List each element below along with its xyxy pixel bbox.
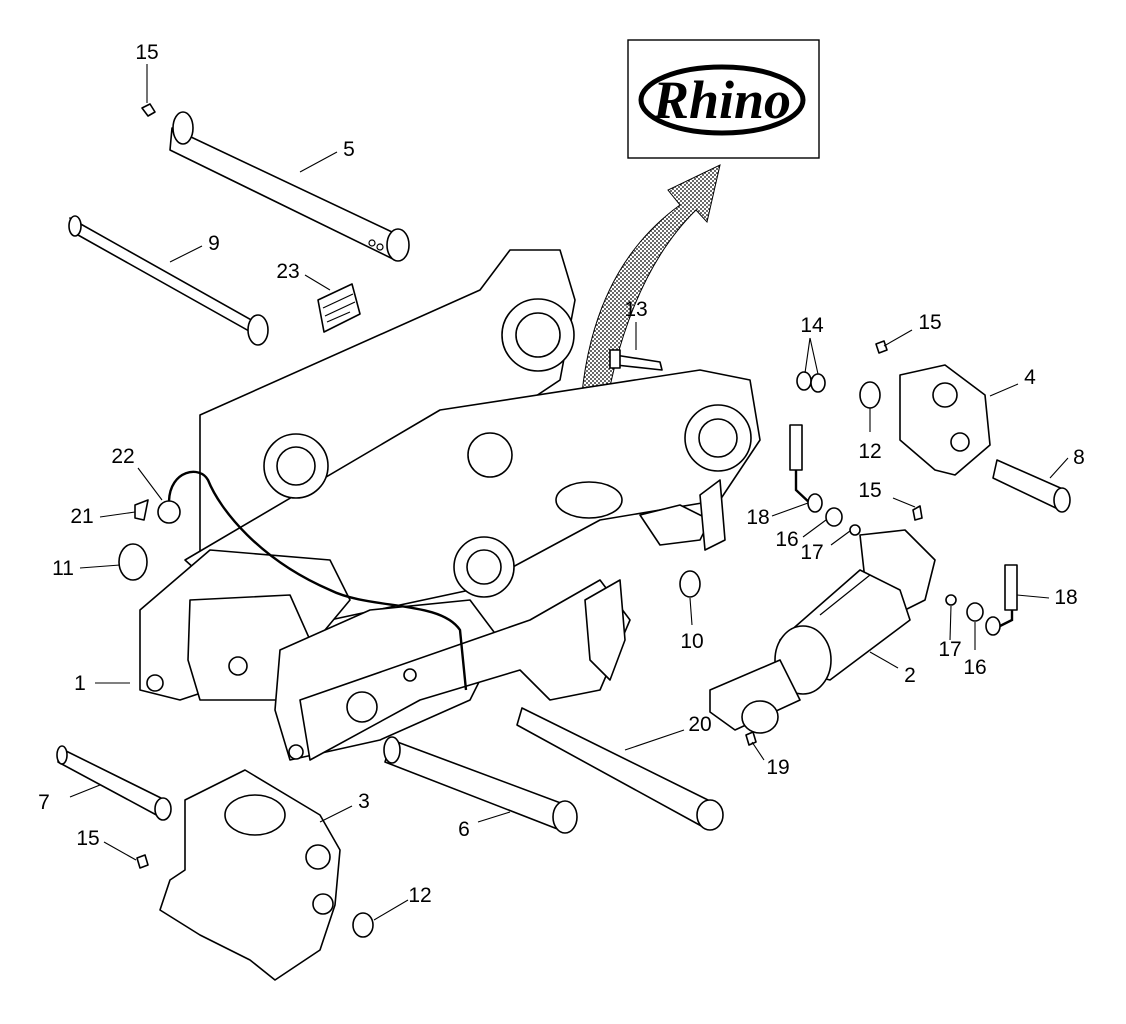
- callout-15-lower: 15: [76, 827, 99, 850]
- callout-9: 9: [208, 232, 220, 255]
- callout-labels: 15 5 9 23 13 14 15 4 12 8 22 21 11 18 15…: [38, 41, 1085, 907]
- hook-3: [159, 769, 341, 981]
- lock-block-4: [875, 340, 991, 476]
- callout-3: 3: [358, 790, 370, 813]
- grease-nipple-19: [745, 731, 757, 746]
- callout-5: 5: [343, 138, 355, 161]
- hose-18-left: [789, 424, 823, 513]
- pin-7: [56, 745, 172, 821]
- callout-17-left: 17: [800, 541, 823, 564]
- callout-15-top: 15: [135, 41, 158, 64]
- pin-8: [992, 459, 1071, 513]
- leader-lines: [69, 64, 1069, 921]
- callout-12-lower: 12: [408, 884, 431, 907]
- pin-6: [383, 736, 578, 834]
- callout-17-right: 17: [938, 638, 961, 661]
- nuts-14: [796, 371, 826, 393]
- callout-7: 7: [38, 791, 50, 814]
- callout-18-left: 18: [746, 506, 769, 529]
- callout-1: 1: [74, 672, 86, 695]
- callout-23: 23: [276, 260, 299, 283]
- callout-2: 2: [904, 664, 916, 687]
- clip-21: [134, 499, 149, 521]
- callout-13: 13: [624, 298, 647, 321]
- quick-coupler-frame: [139, 249, 761, 761]
- circlip-12-lower: [352, 912, 374, 938]
- o-ring-17-right: [945, 594, 957, 606]
- pin-5: [169, 111, 410, 262]
- callout-16-left: 16: [775, 528, 798, 551]
- o-ring-17-left: [849, 524, 861, 536]
- callout-20: 20: [688, 713, 711, 736]
- decal-23: [317, 283, 361, 333]
- callout-21: 21: [70, 505, 93, 528]
- callout-18-right: 18: [1054, 586, 1077, 609]
- callout-19: 19: [766, 756, 789, 779]
- circlip-12-right: [859, 381, 881, 409]
- pin-9: [68, 215, 269, 346]
- callout-15-upper-right: 15: [918, 311, 941, 334]
- pin-20: [516, 707, 724, 831]
- callout-4: 4: [1024, 366, 1036, 389]
- callout-15-mid-right: 15: [858, 479, 881, 502]
- fitting-16-left: [825, 507, 843, 527]
- rhino-logo-text: Rhino: [652, 70, 791, 130]
- callout-12-right: 12: [858, 440, 881, 463]
- callout-6: 6: [458, 818, 470, 841]
- callout-8: 8: [1073, 446, 1085, 469]
- hydraulic-cylinder-2: [709, 505, 936, 734]
- grease-nipple-15-lower: [136, 854, 149, 869]
- hose-18-right: [985, 564, 1018, 636]
- bolt-13: [609, 349, 663, 371]
- circlip-11: [118, 543, 148, 581]
- callout-14: 14: [800, 314, 824, 337]
- circlip-10: [679, 570, 701, 598]
- cable-22: [157, 470, 468, 691]
- grease-nipple-15-top: [141, 103, 156, 117]
- callout-11: 11: [52, 557, 74, 580]
- callout-22: 22: [111, 445, 134, 468]
- callout-16-right: 16: [963, 656, 986, 679]
- rhino-logo-box: Rhino: [627, 39, 820, 159]
- fitting-16-right: [966, 602, 984, 622]
- callout-10: 10: [680, 630, 703, 653]
